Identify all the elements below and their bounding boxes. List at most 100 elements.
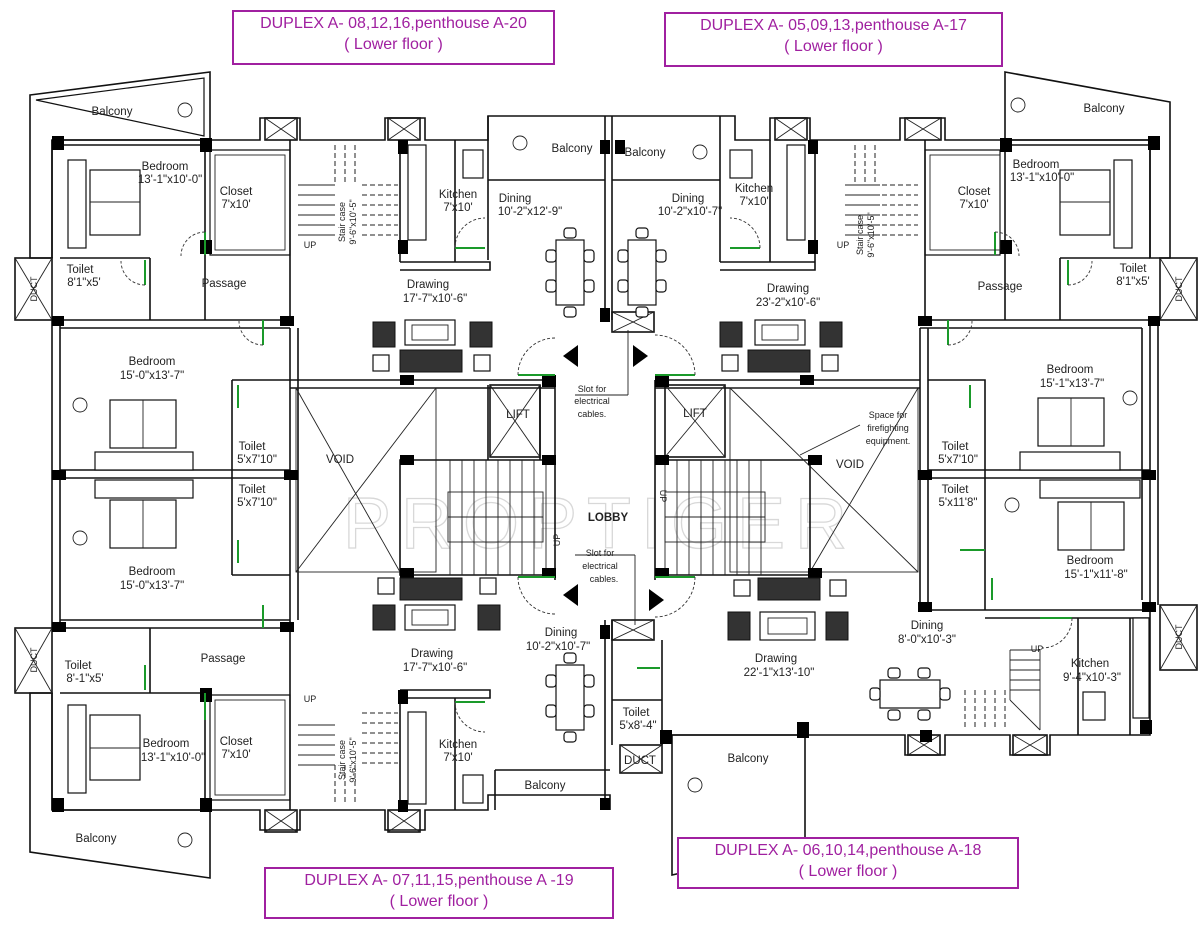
duct-label: DUCT [29, 276, 39, 301]
room-name: Dining [545, 627, 578, 639]
room-name: Bedroom [129, 356, 176, 368]
room-name: Balcony [728, 753, 769, 765]
room-size: 8'-1"x5' [66, 673, 103, 685]
room-size: 13'-1"x10'-0" [1010, 172, 1074, 184]
slot-note: electrical [574, 396, 610, 406]
room-name: Toilet [942, 441, 970, 453]
room-name: Closet [220, 736, 253, 748]
room-size: 8'-0"x10'-3" [898, 634, 956, 646]
firefighting-note: firefighting [867, 423, 909, 433]
unit-tag-subtitle: ( Lower floor ) [389, 893, 489, 910]
room-size: 7'x10' [739, 196, 768, 208]
room-size: 5'x7'10" [237, 454, 277, 466]
firefighting-note: Space for [869, 410, 908, 420]
room-name: Kitchen [439, 189, 477, 201]
up-label: UP [304, 694, 317, 704]
void-label: VOID [326, 454, 354, 466]
room-name: Toilet [239, 441, 267, 453]
room-size: 9'-6"x10'-5" [348, 737, 358, 782]
room-name: Bedroom [1013, 159, 1060, 171]
room-name: Toilet [65, 660, 93, 672]
room-size: 13'-1"x10'-0" [138, 174, 202, 186]
room-size: 7'x10' [959, 199, 988, 211]
room-size: 15'-1"x13'-7" [1040, 378, 1104, 390]
slot-note: cables. [578, 409, 607, 419]
duct-label: DUCT [29, 647, 39, 672]
room-size: 22'-1"x13'-10" [744, 667, 815, 679]
void-label: VOID [836, 459, 864, 471]
unit-tag-top-left: DUPLEX A- 08,12,16,penthouse A-20 ( Lowe… [232, 10, 555, 65]
annotations: UP UP UP UP UP UP DUCT DUCT DUCT DUCT DU… [29, 240, 1184, 767]
room-size: 5'x7'10" [237, 497, 277, 509]
lift-label: LIFT [683, 408, 707, 420]
room-name: Drawing [767, 283, 809, 295]
room-name: Passage [978, 281, 1023, 293]
room-name: Passage [202, 278, 247, 290]
outer-walls [14, 71, 1198, 879]
room-name: Balcony [76, 833, 117, 845]
slot-note: Slot for [578, 384, 607, 394]
slot-note: Slot for [586, 548, 615, 558]
up-label: UP [1031, 644, 1044, 654]
room-name: Dining [499, 193, 532, 205]
slot-note: electrical [582, 561, 618, 571]
room-name: Toilet [67, 264, 95, 276]
room-size: 8'1"x5' [1116, 276, 1149, 288]
room-name: Kitchen [1071, 658, 1109, 670]
firefighting-note: equipment. [866, 436, 911, 446]
up-label: UP [552, 534, 562, 547]
unit-tag-bottom-left: DUPLEX A- 07,11,15,penthouse A -19 ( Low… [264, 867, 614, 919]
watermark: PROPTIGER [343, 484, 857, 564]
columns [52, 136, 1160, 812]
room-name: Closet [220, 186, 253, 198]
unit-tag-subtitle: ( Lower floor ) [784, 38, 883, 55]
room-name: Balcony [552, 143, 593, 155]
up-label: UP [837, 240, 850, 250]
room-size: 7'x10' [443, 202, 472, 214]
room-name: Bedroom [1047, 364, 1094, 376]
interior-walls [60, 116, 1150, 810]
room-name: Toilet [623, 707, 651, 719]
room-size: 5'x11'8" [939, 497, 978, 509]
room-size: 13'-1"x10'-0" [141, 752, 205, 764]
duct-label: DUCT [624, 755, 656, 767]
room-name: Bedroom [143, 738, 190, 750]
room-name: Closet [958, 186, 991, 198]
lobby-arrows [563, 330, 861, 625]
room-name: Balcony [625, 147, 666, 159]
room-size: 23'-2"x10'-6" [756, 297, 820, 309]
room-name: Balcony [1084, 103, 1125, 115]
room-name: Drawing [755, 653, 797, 665]
doors [120, 217, 1093, 733]
room-size: 7'x10' [443, 752, 472, 764]
unit-tag-title: DUPLEX A- 07,11,15,penthouse A -19 [304, 872, 574, 889]
lift-label: LIFT [506, 409, 530, 421]
unit-tag-subtitle: ( Lower floor ) [344, 36, 443, 53]
room-size: 10'-2"x10'-7" [658, 206, 722, 218]
room-name: Bedroom [142, 161, 189, 173]
room-name: Kitchen [735, 183, 773, 195]
room-name: Stair case [337, 740, 347, 780]
room-size: 15'-1"x11'-8" [1064, 569, 1128, 581]
room-size: 7'x10' [221, 749, 250, 761]
room-name: Toilet [1120, 263, 1148, 275]
duct-label: DUCT [1174, 276, 1184, 301]
unit-tag-bottom-right: DUPLEX A- 06,10,14,penthouse A-18 ( Lowe… [677, 837, 1019, 889]
up-label: UP [658, 490, 668, 503]
room-name: Kitchen [439, 739, 477, 751]
unit-tag-title: DUPLEX A- 05,09,13,penthouse A-17 [700, 17, 967, 34]
room-name: Toilet [942, 484, 970, 496]
lobby-label: LOBBY [588, 512, 629, 524]
room-size: 10'-2"x10'-7" [526, 641, 590, 653]
room-size: 9'-4"x10'-3" [1063, 672, 1121, 684]
room-labels: Balcony Bedroom 13'-1"x10'-0" Closet 7'x… [65, 103, 1150, 845]
room-name: Drawing [411, 648, 453, 660]
room-name: Dining [672, 193, 705, 205]
duct-label: DUCT [1174, 624, 1184, 649]
room-name: Toilet [239, 484, 267, 496]
room-size: 9'-6"x10'-5" [348, 199, 358, 244]
room-size: 8'1"x5' [67, 277, 100, 289]
room-size: 7'x10' [221, 199, 250, 211]
room-size: 15'-0"x13'-7" [120, 370, 184, 382]
room-size: 17'-7"x10'-6" [403, 662, 467, 674]
